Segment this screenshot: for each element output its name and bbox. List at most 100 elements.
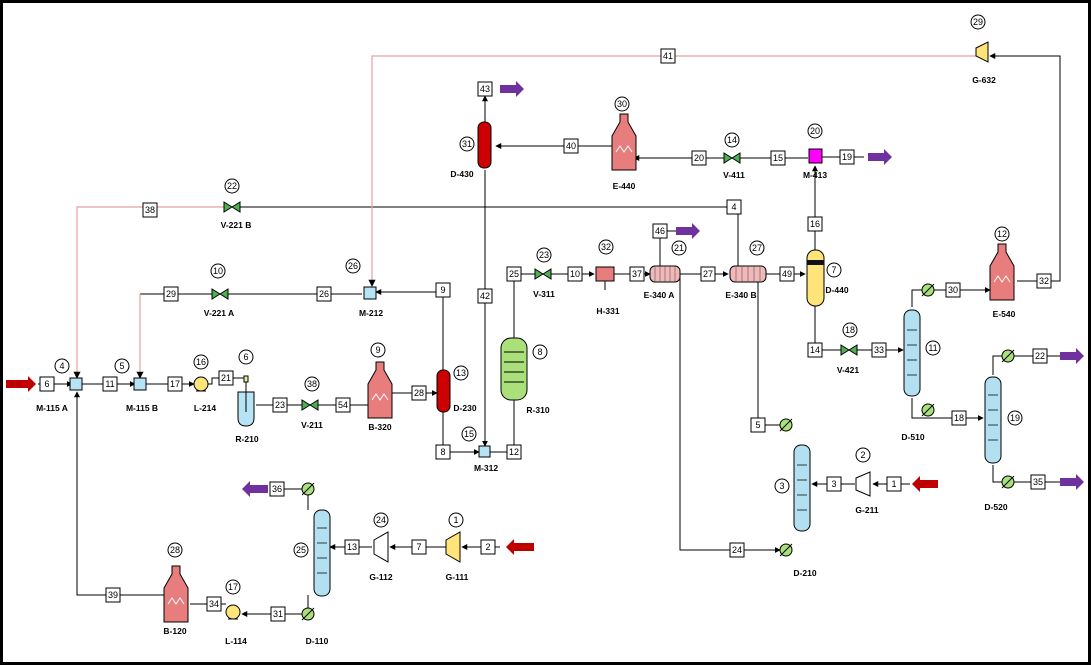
equipment-tag: R-210 <box>235 434 258 444</box>
svg-text:32: 32 <box>1039 276 1049 286</box>
svg-text:8: 8 <box>440 447 445 457</box>
equipment-number: 6 <box>238 349 254 365</box>
reboiler-icon <box>779 543 793 557</box>
equipment-numbers: 4 5 16 6 38 9 13 15 8 23 32 21 27 7 20 1… <box>54 14 1023 595</box>
stream-label: 46 <box>652 223 668 239</box>
equipment-shapes <box>69 41 1015 623</box>
mixer-icon <box>69 377 83 391</box>
equipment-number: 38 <box>304 376 320 392</box>
svg-text:34: 34 <box>209 599 219 609</box>
svg-text:35: 35 <box>1033 477 1043 487</box>
svg-text:16: 16 <box>810 219 820 229</box>
equipment-tag: M-115 A <box>36 403 68 413</box>
heat-exchanger-icon <box>595 266 615 290</box>
feed-arrow-g111 <box>506 539 534 555</box>
svg-text:18: 18 <box>954 413 964 423</box>
svg-text:28: 28 <box>170 545 180 555</box>
equipment-tag: B-320 <box>368 422 391 432</box>
svg-text:39: 39 <box>108 590 118 600</box>
stream-label: 20 <box>691 150 707 166</box>
stream-label: 11 <box>102 376 118 392</box>
stream-label: 41 <box>660 48 676 64</box>
stream-label: 24 <box>729 542 745 558</box>
svg-text:40: 40 <box>566 141 576 151</box>
equipment-number: 14 <box>724 132 740 148</box>
svg-text:29: 29 <box>166 289 176 299</box>
equipment-number: 32 <box>598 239 614 255</box>
fired-heater-icon <box>163 565 189 623</box>
equipment-number: 12 <box>994 226 1010 242</box>
svg-text:9: 9 <box>440 285 445 295</box>
svg-text:37: 37 <box>632 269 642 279</box>
equipment-number: 8 <box>532 344 548 360</box>
distillation-column-icon <box>903 309 921 397</box>
svg-text:22: 22 <box>227 181 237 191</box>
equipment-tag: L-214 <box>194 403 216 413</box>
svg-text:28: 28 <box>414 388 424 398</box>
equipment-number: 17 <box>225 579 241 595</box>
svg-text:36: 36 <box>272 484 282 494</box>
mixer-icon <box>133 377 147 391</box>
compressor-icon <box>445 531 461 563</box>
svg-text:2: 2 <box>485 542 490 552</box>
equipment-number: 2 <box>855 447 871 463</box>
equipment-tag: V-211 <box>301 420 323 430</box>
svg-text:1: 1 <box>453 515 458 525</box>
stream-label: 19 <box>839 149 855 165</box>
equipment-tag: V-221 B <box>221 220 252 230</box>
svg-text:25: 25 <box>509 269 519 279</box>
equipment-tag: V-411 <box>723 170 745 180</box>
stream-label: 32 <box>1036 273 1052 289</box>
svg-text:14: 14 <box>810 345 820 355</box>
stream-label: 17 <box>167 376 183 392</box>
svg-text:54: 54 <box>338 400 348 410</box>
condenser-icon <box>779 418 793 432</box>
valve-icon <box>211 288 229 300</box>
equipment-number: 21 <box>671 240 687 256</box>
equipment-tag: G-112 <box>369 572 392 582</box>
svg-text:24: 24 <box>376 515 386 525</box>
equipment-number: 25 <box>293 542 309 558</box>
equipment-number: 16 <box>193 354 209 370</box>
stream-label: 26 <box>316 286 332 302</box>
equipment-number: 31 <box>459 136 475 152</box>
svg-text:43: 43 <box>480 84 490 94</box>
equipment-tag: M-115 B <box>126 403 158 413</box>
svg-text:16: 16 <box>196 357 206 367</box>
equipment-tag: B-120 <box>163 626 186 636</box>
svg-text:31: 31 <box>273 609 283 619</box>
equipment-tag: E-440 <box>613 181 636 191</box>
valve-icon <box>840 344 858 356</box>
compressor-icon <box>855 471 871 497</box>
equipment-tag: G-111 <box>446 572 469 582</box>
svg-text:17: 17 <box>228 582 238 592</box>
stream-label: 14 <box>807 342 823 358</box>
product-arrow-46 <box>676 223 700 239</box>
svg-text:27: 27 <box>703 269 713 279</box>
stream-label: 25 <box>506 266 522 282</box>
svg-text:8: 8 <box>537 347 542 357</box>
product-arrow-43 <box>500 81 524 97</box>
stream-label: 13 <box>344 539 360 555</box>
equipment-number: 24 <box>373 512 389 528</box>
stream-label: 35 <box>1030 474 1046 490</box>
svg-text:3: 3 <box>779 481 784 491</box>
svg-text:6: 6 <box>44 379 49 389</box>
condenser-icon <box>921 283 935 297</box>
equipment-tag: D-430 <box>450 169 473 179</box>
svg-text:11: 11 <box>928 343 937 353</box>
stream-label: 5 <box>750 417 766 433</box>
svg-text:12: 12 <box>509 447 519 457</box>
valve-icon <box>534 268 552 280</box>
equipment-tag: V-421 <box>837 365 859 375</box>
svg-text:38: 38 <box>307 379 317 389</box>
equipment-tag: D-110 <box>306 636 329 646</box>
equipment-number: 20 <box>807 123 823 139</box>
distillation-column-icon <box>793 444 811 532</box>
svg-text:26: 26 <box>348 261 358 271</box>
fired-heater-icon <box>611 113 637 171</box>
svg-text:41: 41 <box>663 51 673 61</box>
vessel-icon <box>436 369 451 413</box>
svg-text:23: 23 <box>539 250 549 260</box>
